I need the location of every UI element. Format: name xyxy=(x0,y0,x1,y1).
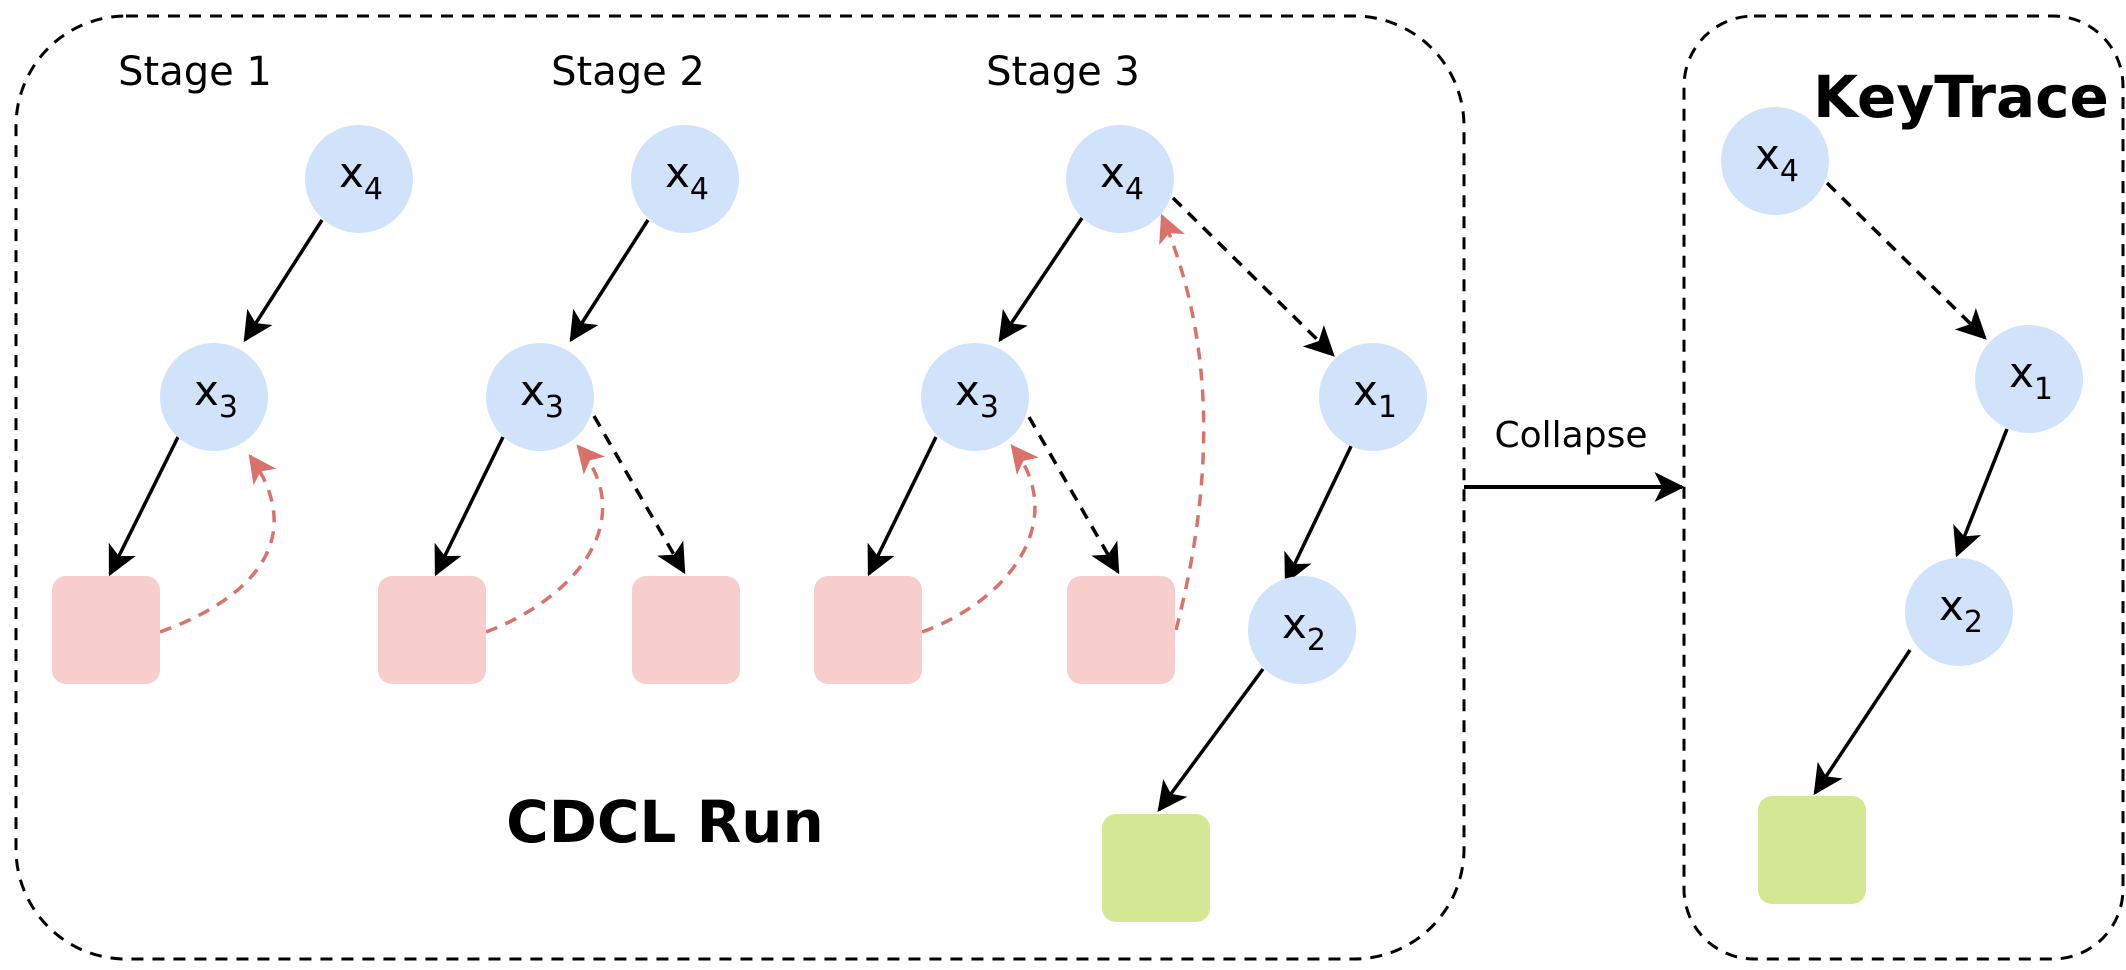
variable-circle xyxy=(305,125,413,233)
propagation-edge-s3_x2-to-s3_sat xyxy=(1157,667,1265,813)
variable-node-s1_x4: x4 xyxy=(305,125,413,233)
conflict-box xyxy=(632,576,740,684)
keytrace-title: KeyTrace xyxy=(1813,63,2109,131)
variable-label: x4 xyxy=(339,148,383,207)
solution-node-kt_sat xyxy=(1758,796,1866,904)
solution-box xyxy=(1102,814,1210,922)
stage-2-title: Stage 2 xyxy=(551,49,705,95)
variable-node-s2_x3: x3 xyxy=(486,343,594,451)
variable-label: x1 xyxy=(1353,366,1397,425)
variable-node-s3_x4: x4 xyxy=(1066,125,1174,233)
variable-node-s2_x4: x4 xyxy=(631,125,739,233)
propagation-edge-s1_x4-to-s1_x3 xyxy=(243,219,324,343)
collapse-label: Collapse xyxy=(1495,415,1648,456)
variable-circle xyxy=(1721,107,1829,215)
variable-circle xyxy=(1248,576,1356,684)
variable-label: x4 xyxy=(665,148,709,207)
variable-label: x2 xyxy=(1939,581,1983,640)
variable-node-kt_x2: x2 xyxy=(1905,558,2013,666)
backtrack-edge-s3_c2-to-s3_x4 xyxy=(1159,213,1206,631)
variable-circle xyxy=(921,343,1029,451)
decision-edge-s3_x4-to-s3_x1 xyxy=(1171,196,1335,357)
variable-label: x4 xyxy=(1755,130,1799,189)
collapse-transition: Collapse xyxy=(1464,415,1685,502)
variable-node-s3_x3: x3 xyxy=(921,343,1029,451)
propagation-edge-s1_x3-to-s1_c1 xyxy=(108,436,180,577)
solution-node-s3_sat xyxy=(1102,814,1210,922)
variable-circle xyxy=(1066,125,1174,233)
variable-label: x3 xyxy=(955,366,999,425)
conflict-node-s2_c2 xyxy=(632,576,740,684)
variable-label: x1 xyxy=(2009,348,2053,407)
backtrack-edge-s1_c1-to-s1_x3 xyxy=(159,454,277,634)
variable-label: x3 xyxy=(194,366,238,425)
variable-node-s3_x1: x1 xyxy=(1319,343,1427,451)
backtrack-edge-s2_c1-to-s2_x3 xyxy=(485,444,606,634)
variable-label: x2 xyxy=(1282,599,1326,658)
conflict-box xyxy=(52,576,160,684)
decision-edge-s3_x3-to-s3_c2 xyxy=(1027,416,1120,575)
cdcl-run-panel xyxy=(14,14,1466,961)
variable-node-s3_x2: x2 xyxy=(1248,576,1356,684)
variable-circle xyxy=(486,343,594,451)
edges-layer xyxy=(108,181,2009,813)
variable-circle xyxy=(1319,343,1427,451)
propagation-edge-s3_x1-to-s3_x2 xyxy=(1284,437,1357,585)
propagation-edge-kt_x2-to-kt_sat xyxy=(1813,649,1912,796)
conflict-box xyxy=(814,576,922,684)
variable-circle xyxy=(1905,558,2013,666)
variable-circle xyxy=(631,125,739,233)
stage-3-title: Stage 3 xyxy=(986,49,1140,95)
decision-edge-s2_x3-to-s2_c2 xyxy=(592,415,686,575)
propagation-edge-s3_x3-to-s3_c1 xyxy=(867,436,938,577)
variable-label: x3 xyxy=(520,366,564,425)
conflict-node-s3_c2 xyxy=(1067,576,1175,684)
conflict-node-s1_c1 xyxy=(52,576,160,684)
propagation-edge-kt_x1-to-kt_x2 xyxy=(1953,428,2009,558)
conflict-box xyxy=(1067,576,1175,684)
variable-label: x4 xyxy=(1100,148,1144,207)
backtrack-edge-s3_c1-to-s3_x3 xyxy=(921,444,1039,634)
conflict-node-s2_c1 xyxy=(378,576,486,684)
propagation-edge-s2_x3-to-s2_c1 xyxy=(434,436,505,577)
stage-1-title: Stage 1 xyxy=(118,49,272,95)
variable-circle xyxy=(160,343,268,451)
cdcl-run-title: CDCL Run xyxy=(506,788,824,856)
conflict-box xyxy=(378,576,486,684)
conflict-node-s3_c1 xyxy=(814,576,922,684)
variable-node-kt_x4: x4 xyxy=(1721,107,1829,215)
solution-box xyxy=(1758,796,1866,904)
variable-circle xyxy=(1975,325,2083,433)
variable-node-s1_x3: x3 xyxy=(160,343,268,451)
variable-node-kt_x1: x1 xyxy=(1975,325,2083,433)
nodes-layer: x4 x3 x4 x3 x4 x3 x1 x2 x4 x1 x2 xyxy=(52,107,2083,922)
propagation-edge-s2_x4-to-s2_x3 xyxy=(569,219,650,343)
propagation-edge-s3_x4-to-s3_x3 xyxy=(998,217,1084,343)
decision-edge-kt_x4-to-kt_x1 xyxy=(1825,181,1987,340)
